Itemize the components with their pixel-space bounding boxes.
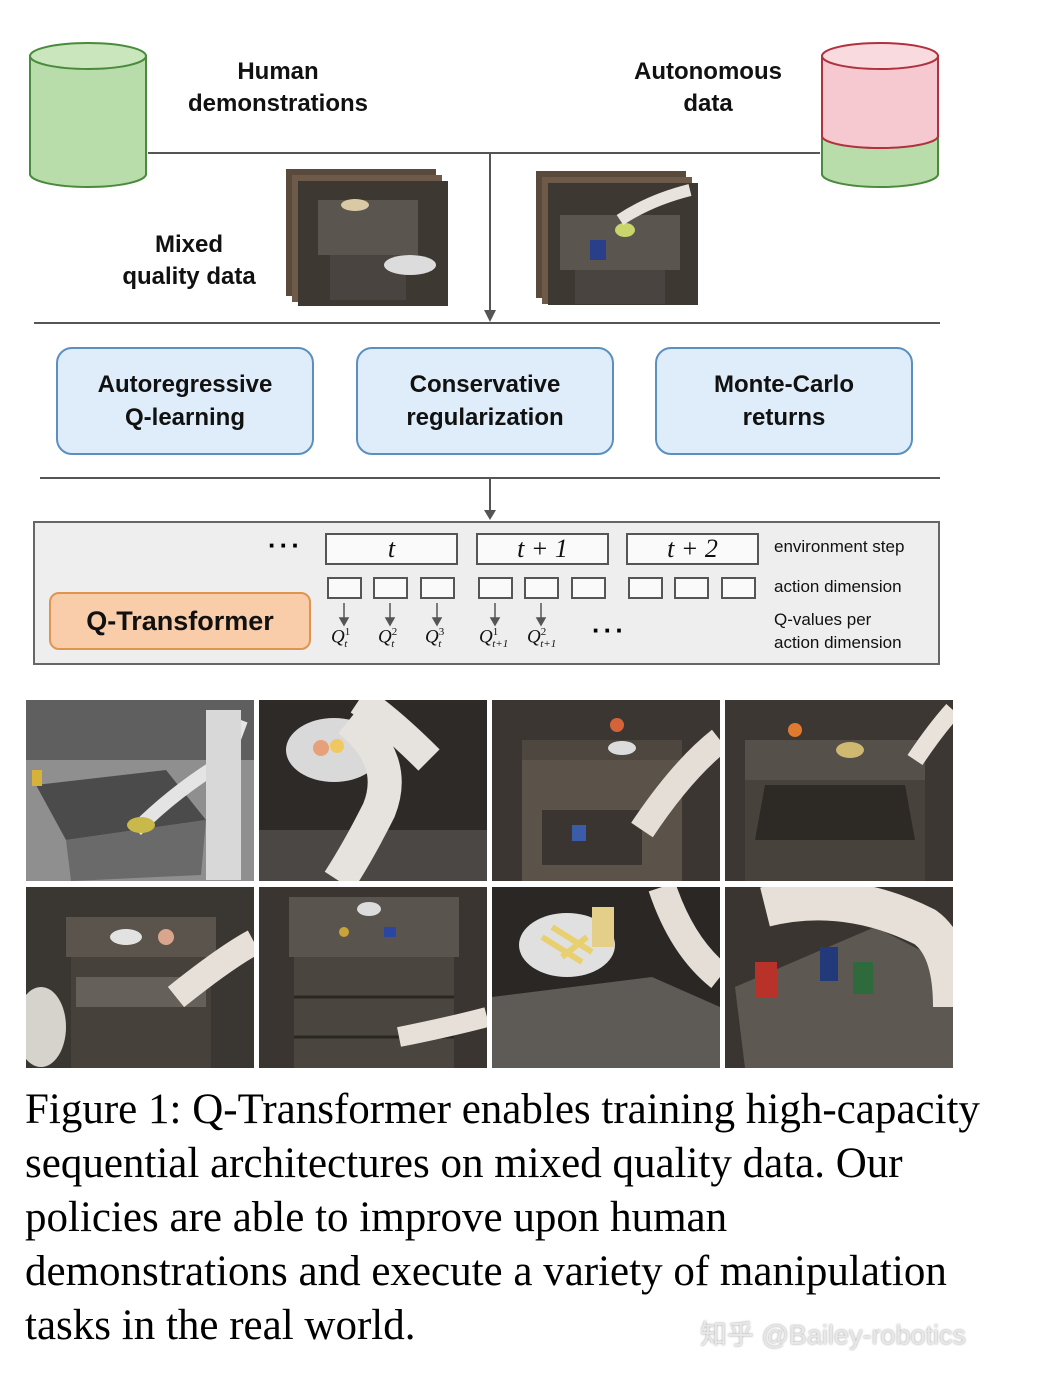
- task-photo-6: [259, 887, 487, 1068]
- autonomous-photos: [536, 171, 698, 305]
- task-photo-3: [492, 700, 720, 881]
- autonomous-database-icon: [821, 42, 939, 188]
- autonomous-data-label: Autonomous data: [634, 58, 782, 117]
- sources-diagram: [29, 42, 940, 324]
- step-t: t: [325, 533, 458, 565]
- mixed-quality-label: Mixed quality data: [122, 231, 256, 290]
- action-cell: [373, 577, 408, 599]
- step-t-plus-2: t + 2: [626, 533, 759, 565]
- human-demonstrations-label: Human demonstrations: [187, 58, 369, 117]
- action-cell: [628, 577, 663, 599]
- action-cell: [478, 577, 513, 599]
- task-photo-2: [259, 700, 487, 881]
- task-photo-1: [26, 700, 254, 881]
- q-arrows: [338, 603, 547, 627]
- conservative-regularization-box: Conservative regularization: [356, 347, 614, 455]
- action-cell: [420, 577, 455, 599]
- autoregressive-q-learning-box: Autoregressive Q-learning: [56, 347, 314, 455]
- down-arrow-2: [484, 478, 496, 520]
- q-transformer-box: Q-Transformer: [49, 592, 311, 650]
- q-values-label: Q-values per action dimension: [774, 610, 902, 652]
- action-cell: [571, 577, 606, 599]
- task-photo-5: [26, 887, 254, 1068]
- action-cell: [524, 577, 559, 599]
- task-photo-4: [725, 700, 953, 881]
- action-dimension-label: action dimension: [774, 577, 902, 596]
- q-value-t1-2: Q2t+1: [527, 626, 557, 651]
- human-demo-photos: [286, 169, 448, 306]
- human-database-icon: [29, 42, 147, 188]
- figure-caption: Figure 1: Q-Transformer enables training…: [25, 1086, 980, 1349]
- task-photo-7: [492, 887, 720, 1068]
- ellipsis-left: ···: [268, 530, 303, 560]
- watermark: 知乎 @Bailey-robotics: [700, 1320, 966, 1350]
- action-cell: [721, 577, 756, 599]
- action-cell: [327, 577, 362, 599]
- q-value-t-3: Q3t: [425, 626, 445, 651]
- q-value-t1-1: Q1t+1: [479, 626, 509, 651]
- q-value-t-2: Q2t: [378, 626, 398, 651]
- step-t-plus-1: t + 1: [476, 533, 609, 565]
- task-photo-8: [725, 887, 953, 1068]
- monte-carlo-returns-box: Monte-Carlo returns: [655, 347, 913, 455]
- action-cell: [674, 577, 709, 599]
- q-value-t-1: Q1t: [331, 626, 351, 651]
- environment-step-label: environment step: [774, 537, 905, 556]
- ellipsis-right: ···: [592, 615, 627, 645]
